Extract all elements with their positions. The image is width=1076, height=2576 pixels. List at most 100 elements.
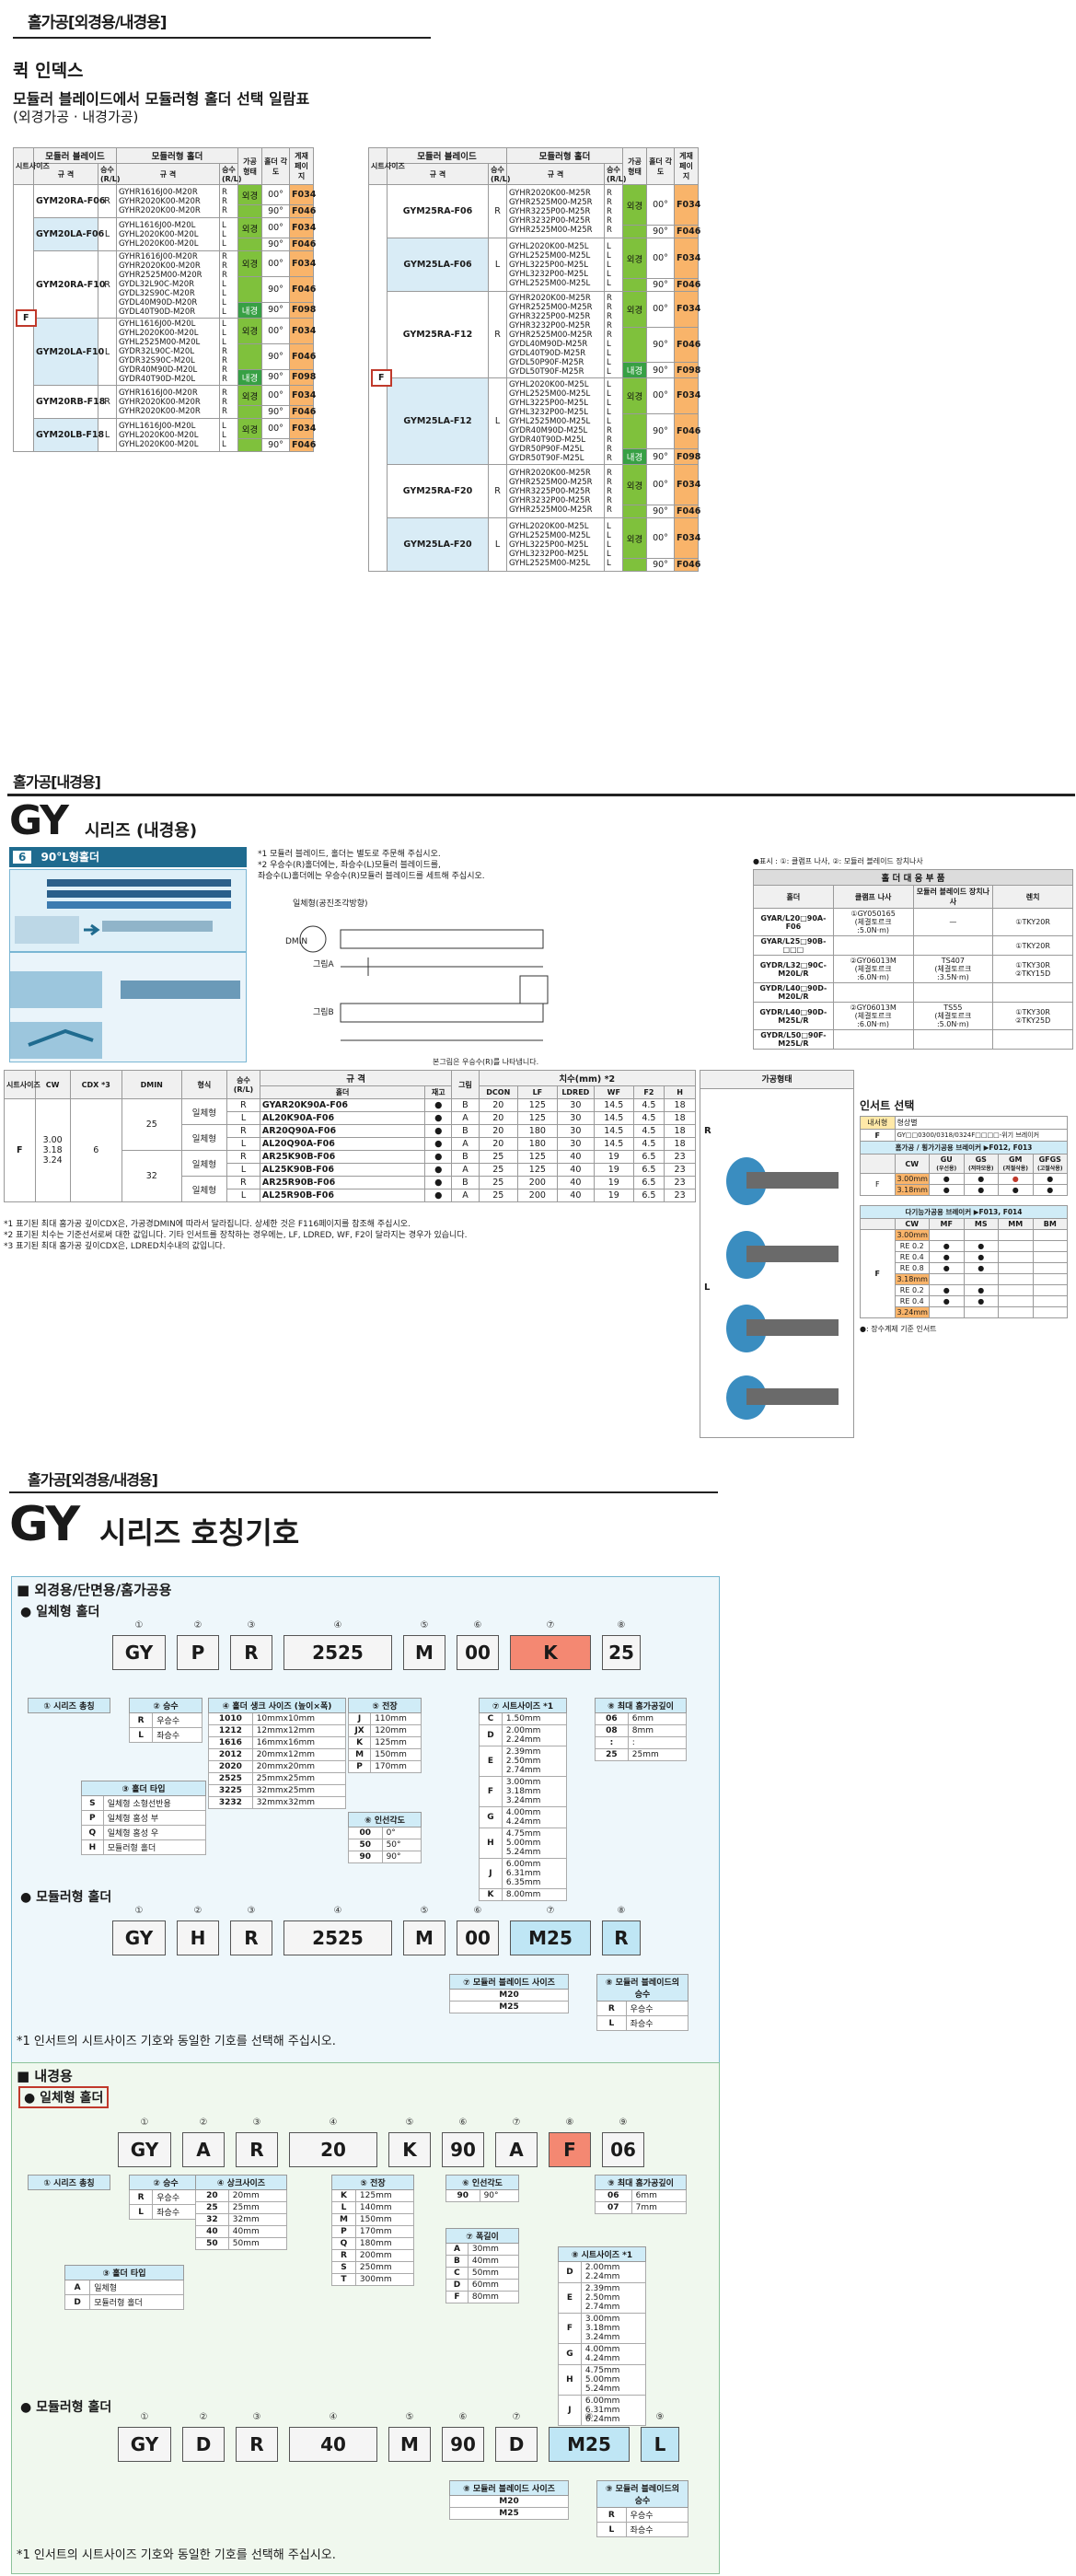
legend-cell: L — [596, 2522, 627, 2537]
holder-angle: 90° — [261, 238, 290, 251]
legend-cell: 우승수 — [625, 2001, 689, 2016]
sub-header: 규 격 — [387, 163, 489, 185]
int-sub1: ● 일체형 홀더 — [18, 2086, 110, 2108]
insert-mark: ● — [929, 1173, 965, 1185]
holder-hand: L — [222, 329, 226, 338]
legend-line: 우승수 — [630, 2005, 654, 2014]
stock-cell: ● — [424, 1150, 453, 1164]
legend-head: ② 승수 — [129, 1698, 202, 1713]
parts-cell: ①GY050165(체결토르크:5.0N·m) — [832, 908, 914, 936]
holder-code: GYHR2020K00-M20R — [119, 196, 201, 206]
legend-line: 32mmx25mm — [256, 1786, 315, 1795]
legend-cell: 25 — [195, 2201, 229, 2214]
legend-line: 6.00mm — [584, 2396, 620, 2406]
holder-hand: R — [607, 425, 612, 435]
seat-f-label: F — [16, 309, 37, 327]
holder-code: GYHR2525M00-M25R — [509, 505, 593, 515]
holder-photo-icon — [15, 879, 231, 944]
legend-line: 4.24mm — [505, 1817, 541, 1827]
code-box: M — [388, 2427, 431, 2462]
code-box: R — [236, 2427, 278, 2462]
legend-line: 20 — [206, 2191, 218, 2200]
holder-code: GYHL2525M00-M25L — [509, 389, 591, 399]
wf-header: WF — [594, 1085, 634, 1099]
blade-code: GYM25LA-F12 — [387, 377, 489, 465]
legend-line: 우승수 — [156, 2194, 180, 2203]
code-box: 40 — [289, 2427, 377, 2462]
legend-line: 25 — [206, 2203, 218, 2212]
insert2-mark: ● — [963, 1262, 999, 1274]
legend-line: 좌승수 — [630, 2020, 654, 2029]
cw-line: 3.24 — [42, 1155, 63, 1166]
blade-hand: R — [488, 291, 507, 378]
code-index: ③ — [247, 1620, 256, 1630]
section-header: 홀가공[외경용/내경용] — [28, 1471, 158, 1489]
parts-cell: ②GY06013M(체결토르크:6.0N·m) — [832, 955, 914, 983]
type-cell: 일체형 — [180, 1124, 228, 1151]
insert2-mark — [929, 1273, 965, 1285]
main-notes: *1 표기된 최대 홈가공 깊이CDX은, 가공경DMIN에 따라서 달라집니다… — [4, 1219, 467, 1252]
holder-code: GYDL32L90C-M20R — [119, 280, 195, 289]
section-header: 홀가공[외경용/내경용] — [28, 14, 168, 32]
legend-line: R — [607, 2510, 615, 2520]
holder-hand: L — [607, 521, 611, 531]
holder-hand: L — [607, 398, 611, 408]
code-index: ⑧ — [565, 2118, 574, 2128]
legend-line: D — [453, 2280, 461, 2290]
code-index: ⑤ — [405, 2118, 414, 2128]
legend-cell: R — [596, 2507, 627, 2523]
code-box: A — [495, 2132, 538, 2167]
insert-col-name: GM — [1008, 1155, 1023, 1164]
holder-code: GYDL40M90D-M20R — [119, 298, 198, 307]
legend-row: M20 — [449, 1989, 569, 2002]
page-ref: F034 — [289, 385, 316, 406]
code-index: ③ — [247, 1906, 256, 1916]
insert-mark: ● — [1032, 1173, 1068, 1185]
spec-header: 규 격 — [259, 1070, 453, 1086]
legend-cell: 20mmx12mm — [251, 1748, 347, 1761]
code-box: 25 — [602, 1635, 641, 1670]
legend-cell: 1212 — [208, 1724, 253, 1737]
holder-hand: L — [222, 319, 226, 329]
blade-hand: R — [488, 184, 507, 238]
insert-col: GM(저절삭용) — [998, 1154, 1034, 1174]
insert-legend: 내서형 — [860, 1116, 896, 1130]
holder-angle: 90° — [261, 368, 290, 387]
insert2-mark — [998, 1273, 1034, 1285]
code-index: ⑤ — [420, 1620, 429, 1630]
quick-index-row: 90°F046 — [14, 275, 316, 303]
legend-line: 2525 — [218, 1774, 242, 1783]
dim-cell: 20 — [478, 1111, 519, 1125]
legend-line: D — [487, 1731, 494, 1740]
legend-cell: L — [128, 2204, 154, 2220]
dim-cell: 4.5 — [632, 1098, 665, 1112]
legend-head-row: ② 승수 — [129, 2175, 202, 2190]
legend-cell: F — [445, 2291, 469, 2303]
legend-line: 25mmx25mm — [256, 1774, 315, 1783]
parts-head: 홀더 — [753, 885, 834, 909]
code-box: 00 — [457, 1635, 499, 1670]
legend-line: 170mm — [375, 1762, 407, 1771]
holder-code: GYHL3232P00-M25L — [509, 407, 589, 417]
holder-angle: 90° — [646, 558, 675, 572]
parts-line: (체결토르크 — [854, 965, 892, 973]
page-ref: F034 — [674, 184, 700, 226]
legend-line: 일체형 — [94, 2284, 118, 2293]
insert2-mark: ● — [929, 1240, 965, 1252]
parts-line: TS407 — [941, 957, 965, 965]
process-type — [237, 405, 262, 419]
blade-header: 모듈러 블레이드 — [33, 147, 117, 164]
sub-header: 승수 (R/L) — [219, 163, 242, 185]
